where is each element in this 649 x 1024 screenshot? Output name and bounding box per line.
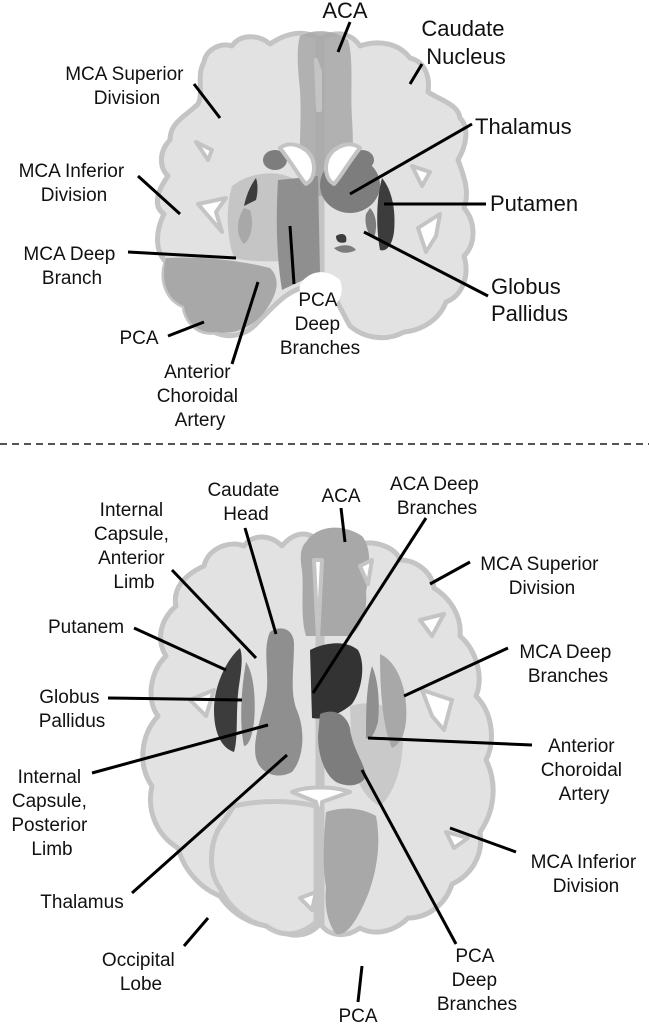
coronal-sulcus	[314, 58, 322, 112]
label-axial-occipital-lobe: Occipital Lobe	[102, 950, 180, 995]
label-axial-caudate-head: Caudate Head	[207, 480, 284, 525]
label-axial-mca-deep-branches: MCA Deep Branches	[519, 642, 616, 687]
leader-axial-occipital	[182, 917, 210, 947]
leader-axial-caudate-head	[243, 527, 278, 635]
axial-leader-lines	[91, 507, 533, 1003]
leader-axial-globus	[107, 696, 243, 702]
label-axial-putanem: Putanem	[48, 617, 124, 638]
leader-axial-mca-deep	[403, 646, 509, 698]
leader-coronal-mca-inferior	[136, 174, 182, 216]
coronal-leader-lines	[127, 21, 489, 365]
axial-sulcus	[418, 612, 446, 638]
label-coronal-mca-deep-branch: MCA Deep Branch	[23, 244, 120, 289]
coronal-hippocampal-structure	[336, 234, 347, 243]
label-coronal-pca: PCA	[119, 328, 158, 349]
label-coronal-mca-superior: MCA Superior Division	[65, 64, 189, 109]
leader-axial-aca	[339, 507, 347, 543]
axial-globus-pallidus-right	[366, 666, 379, 739]
axial-sulcus	[188, 688, 216, 718]
axial-labels: Caudate Head ACA ACA Deep Branches Inter…	[11, 474, 642, 1024]
axial-posterior-horn	[290, 785, 352, 822]
coronal-basal-cistern	[299, 272, 342, 310]
coronal-sulcus	[196, 196, 228, 234]
label-axial-aca-deep-branches: ACA Deep Branches	[390, 474, 484, 519]
coronal-sulcus	[194, 140, 214, 162]
coronal-pca-deep-strip	[276, 176, 320, 290]
label-coronal-putamen: Putamen	[490, 191, 578, 216]
leader-coronal-pca-deep	[288, 225, 296, 285]
label-axial-mca-inferior: MCA Inferior Division	[531, 852, 642, 897]
label-axial-globus-pallidus: Globus Pallidus	[39, 687, 106, 732]
leader-axial-ic-anterior	[170, 568, 258, 660]
leader-axial-ant-choroidal	[367, 736, 533, 747]
label-coronal-thalamus: Thalamus	[475, 114, 572, 139]
label-axial-aca: ACA	[321, 486, 360, 507]
coronal-putamen-right	[377, 178, 395, 251]
leader-axial-ic-posterior	[91, 723, 269, 775]
coronal-right-hemisphere	[319, 31, 476, 341]
coronal-sulcus	[416, 212, 442, 254]
label-coronal-aca: ACA	[322, 0, 368, 23]
axial-globus-pallidus-left	[241, 662, 255, 746]
axial-midline-septum	[312, 558, 324, 642]
axial-sulcus	[420, 688, 454, 732]
leader-coronal-pca	[167, 320, 205, 338]
axial-sulcus	[298, 890, 318, 912]
leader-coronal-mca-superior	[192, 83, 222, 119]
leader-coronal-mca-deep	[127, 250, 237, 260]
label-coronal-mca-inferior: MCA Inferior Division	[19, 161, 130, 206]
label-axial-anterior-choroidal: Anterior Choroidal Artery	[541, 736, 628, 805]
leader-coronal-aca	[336, 21, 352, 53]
coronal-globus-pallidus-right	[365, 208, 377, 238]
label-coronal-pca-deep-branches: PCA Deep Branches	[280, 290, 360, 359]
label-axial-internal-capsule-posterior: Internal Capsule, Posterior Limb	[11, 767, 92, 860]
leader-axial-pca	[356, 965, 364, 1003]
label-coronal-caudate-nucleus: Caudate Nucleus	[421, 16, 510, 69]
leader-axial-thalamus	[131, 753, 288, 895]
leader-coronal-globus	[363, 230, 489, 298]
leader-axial-putanem	[133, 626, 227, 672]
axial-sulcus	[444, 830, 470, 850]
axial-pca-territory	[323, 808, 379, 935]
coronal-sulcus	[410, 164, 432, 188]
coronal-globus-pallidus-left	[238, 208, 252, 244]
axial-caudate-head	[255, 628, 303, 776]
label-axial-thalamus: Thalamus	[40, 892, 123, 913]
coronal-caudate-left	[263, 150, 287, 170]
coronal-section	[154, 30, 476, 341]
axial-occipital-left	[209, 799, 319, 937]
label-axial-pca: PCA	[338, 1006, 377, 1024]
label-axial-mca-superior: MCA Superior Division	[480, 554, 604, 599]
leader-axial-mca-superior	[429, 560, 471, 586]
axial-section	[140, 527, 496, 938]
axial-putamen-right	[380, 654, 407, 748]
label-axial-internal-capsule-anterior: Internal Capsule, Anterior Limb	[94, 500, 174, 593]
axial-thalamus-right	[318, 711, 366, 786]
leader-axial-aca-deep	[311, 517, 428, 694]
leader-axial-pca-deep	[360, 769, 458, 945]
coronal-lateral-ventricles	[278, 142, 362, 186]
axial-sulcus	[358, 558, 374, 586]
coronal-labels: ACA Caudate Nucleus MCA Superior Divisio…	[19, 0, 579, 431]
leader-coronal-ant-choroidal	[230, 281, 260, 365]
label-coronal-anterior-choroidal: Anterior Choroidal Artery	[157, 362, 244, 431]
leader-axial-mca-inferior	[449, 826, 517, 854]
coronal-hippocampal-arc	[334, 245, 356, 253]
leader-coronal-thalamus	[349, 122, 473, 196]
leader-coronal-caudate	[408, 63, 424, 85]
coronal-putamen-left	[244, 178, 258, 206]
label-axial-pca-deep-branches: PCA Deep Branches	[437, 946, 517, 1015]
axial-aca-deep-branches	[310, 643, 363, 719]
label-coronal-globus-pallidus: Globus Pallidus	[491, 274, 568, 326]
